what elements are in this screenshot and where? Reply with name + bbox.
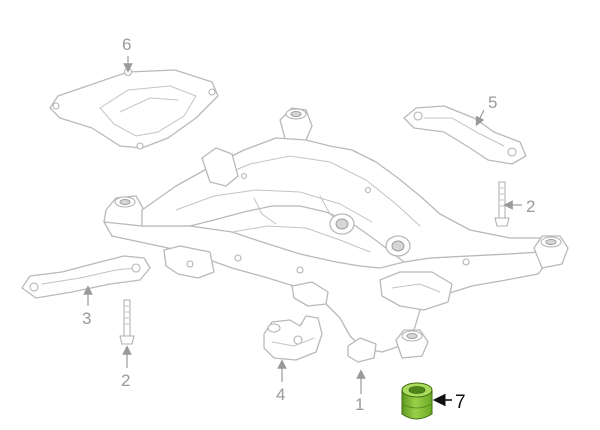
bolt-part-2-left bbox=[119, 299, 135, 345]
callout-5: 5 bbox=[488, 93, 497, 112]
callout-3: 3 bbox=[82, 309, 91, 328]
callout-6: 6 bbox=[122, 35, 131, 54]
mount-bracket-part-4 bbox=[263, 315, 323, 361]
callout-7: 7 bbox=[455, 392, 466, 413]
brace-plate-part-6 bbox=[49, 67, 219, 150]
link-arm-part-5 bbox=[403, 105, 527, 165]
subframe-part-1 bbox=[103, 107, 569, 363]
callout-2-left: 2 bbox=[121, 371, 130, 390]
callout-1: 1 bbox=[355, 395, 364, 414]
callout-2-right: 2 bbox=[526, 197, 535, 216]
bolt-part-2-right bbox=[494, 181, 510, 227]
bushing-part-7-highlighted[interactable] bbox=[401, 382, 433, 420]
callout-4: 4 bbox=[276, 385, 285, 404]
link-arm-part-3 bbox=[21, 255, 151, 299]
callout-leaders bbox=[83, 56, 522, 407]
